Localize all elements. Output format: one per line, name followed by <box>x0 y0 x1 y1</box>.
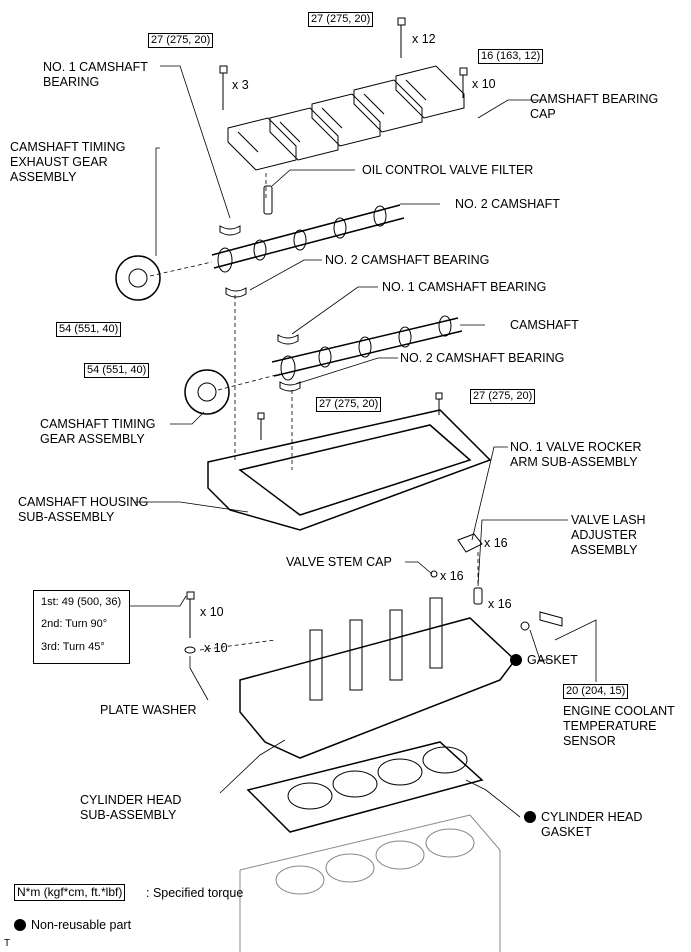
label-valve-stem-cap: VALVE STEM CAP <box>286 555 392 569</box>
label-engine-coolant-temp-sensor: ENGINE COOLANT TEMPERATURE SENSOR <box>563 704 675 748</box>
label-camshaft-timing-gear: CAMSHAFT TIMING GEAR ASSEMBLY <box>40 417 156 446</box>
camshaft-shape <box>271 317 463 377</box>
label-oil-control-valve-filter: OIL CONTROL VALVE FILTER <box>362 163 534 177</box>
label-valve-lash-adjuster: VALVE LASH ADJUSTER ASSEMBLY <box>571 513 646 557</box>
qty-washer: x 10 <box>204 641 228 655</box>
qty-head-bolt: x 10 <box>200 605 224 619</box>
label-cylinder-head: CYLINDER HEAD SUB-ASSEMBLY <box>80 793 182 822</box>
no2-camshaft-shape <box>211 204 405 269</box>
label-no2-camshaft-bearing-lower: NO. 2 CAMSHAFT BEARING <box>400 351 565 365</box>
oil-control-valve-filter-shape <box>263 185 273 215</box>
torque-timing-gear: 54 (551, 40) <box>84 363 150 378</box>
legend-torque-desc: : Specified torque <box>146 886 244 900</box>
label-camshaft-timing-exhaust-gear: CAMSHAFT TIMING EXHAUST GEAR ASSEMBLY <box>10 140 126 184</box>
label-no1-camshaft-bearing-top: NO. 1 CAMSHAFT BEARING <box>43 60 148 89</box>
label-gasket: GASKET <box>510 653 578 668</box>
non-reusable-dot-icon <box>524 811 536 823</box>
torque-sensor: 20 (204, 15) <box>563 684 629 699</box>
camshaft-bearing-caps <box>227 65 465 171</box>
spec-step-1: 1st: 49 (500, 36) <box>41 596 122 608</box>
cylinder-head-gasket-text: CYLINDER HEAD GASKET <box>541 810 643 839</box>
legend-torque-unit: N*m (kgf*cm, ft.*lbf) <box>14 884 126 901</box>
label-camshaft-housing: CAMSHAFT HOUSING SUB-ASSEMBLY <box>18 495 149 524</box>
torque-cap-bolt-center: 27 (275, 20) <box>308 12 374 27</box>
torque-housing-left: 27 (275, 20) <box>316 397 382 412</box>
qty-cap-center: x 12 <box>412 32 436 46</box>
cap-bolts <box>219 17 468 110</box>
non-reusable-dot-icon <box>510 654 522 666</box>
camshaft-housing-shape <box>207 409 492 531</box>
label-no2-camshaft: NO. 2 CAMSHAFT <box>455 197 560 211</box>
qty-cap-left: x 3 <box>232 78 249 92</box>
torque-housing-right: 27 (275, 20) <box>470 389 536 404</box>
label-camshaft-bearing-cap: CAMSHAFT BEARING CAP <box>530 92 659 121</box>
spec-step-2: 2nd: Turn 90° <box>41 618 108 630</box>
label-no1-valve-rocker-arm: NO. 1 VALVE ROCKER ARM SUB-ASSEMBLY <box>510 440 642 469</box>
label-camshaft: CAMSHAFT <box>510 318 579 332</box>
cylinder-head-shape <box>239 617 517 759</box>
legend-non-reusable: Non-reusable part <box>14 918 131 933</box>
spec-step-3: 3rd: Turn 45° <box>41 641 105 653</box>
label-no2-camshaft-bearing-upper: NO. 2 CAMSHAFT BEARING <box>325 253 490 267</box>
label-cylinder-head-gasket: CYLINDER HEAD GASKET <box>524 810 642 840</box>
label-no1-camshaft-bearing-mid: NO. 1 CAMSHAFT BEARING <box>382 280 547 294</box>
qty-cap-right: x 10 <box>472 77 496 91</box>
torque-cap-bolt-left: 27 (275, 20) <box>148 33 214 48</box>
qty-stem-cap: x 16 <box>440 569 464 583</box>
head-bolt-torque-spec: 1st: 49 (500, 36) 2nd: Turn 90° 3rd: Tur… <box>33 590 130 664</box>
qty-lash: x 16 <box>488 597 512 611</box>
exhaust-gear-shape <box>115 255 161 301</box>
legend-non-reusable-text: Non-reusable part <box>31 918 132 932</box>
qty-rocker: x 16 <box>484 536 508 550</box>
engine-block-shape <box>239 814 501 952</box>
corner-mark: T <box>4 938 11 949</box>
cylinder-head-gasket-shape <box>246 741 484 833</box>
timing-gear-shape <box>184 369 230 415</box>
non-reusable-dot-icon <box>14 919 26 931</box>
torque-cap-bolt-right: 16 (163, 12) <box>478 49 544 64</box>
label-plate-washer: PLATE WASHER <box>100 703 197 717</box>
gasket-text: GASKET <box>527 653 578 667</box>
torque-exhaust-gear: 54 (551, 40) <box>56 322 122 337</box>
